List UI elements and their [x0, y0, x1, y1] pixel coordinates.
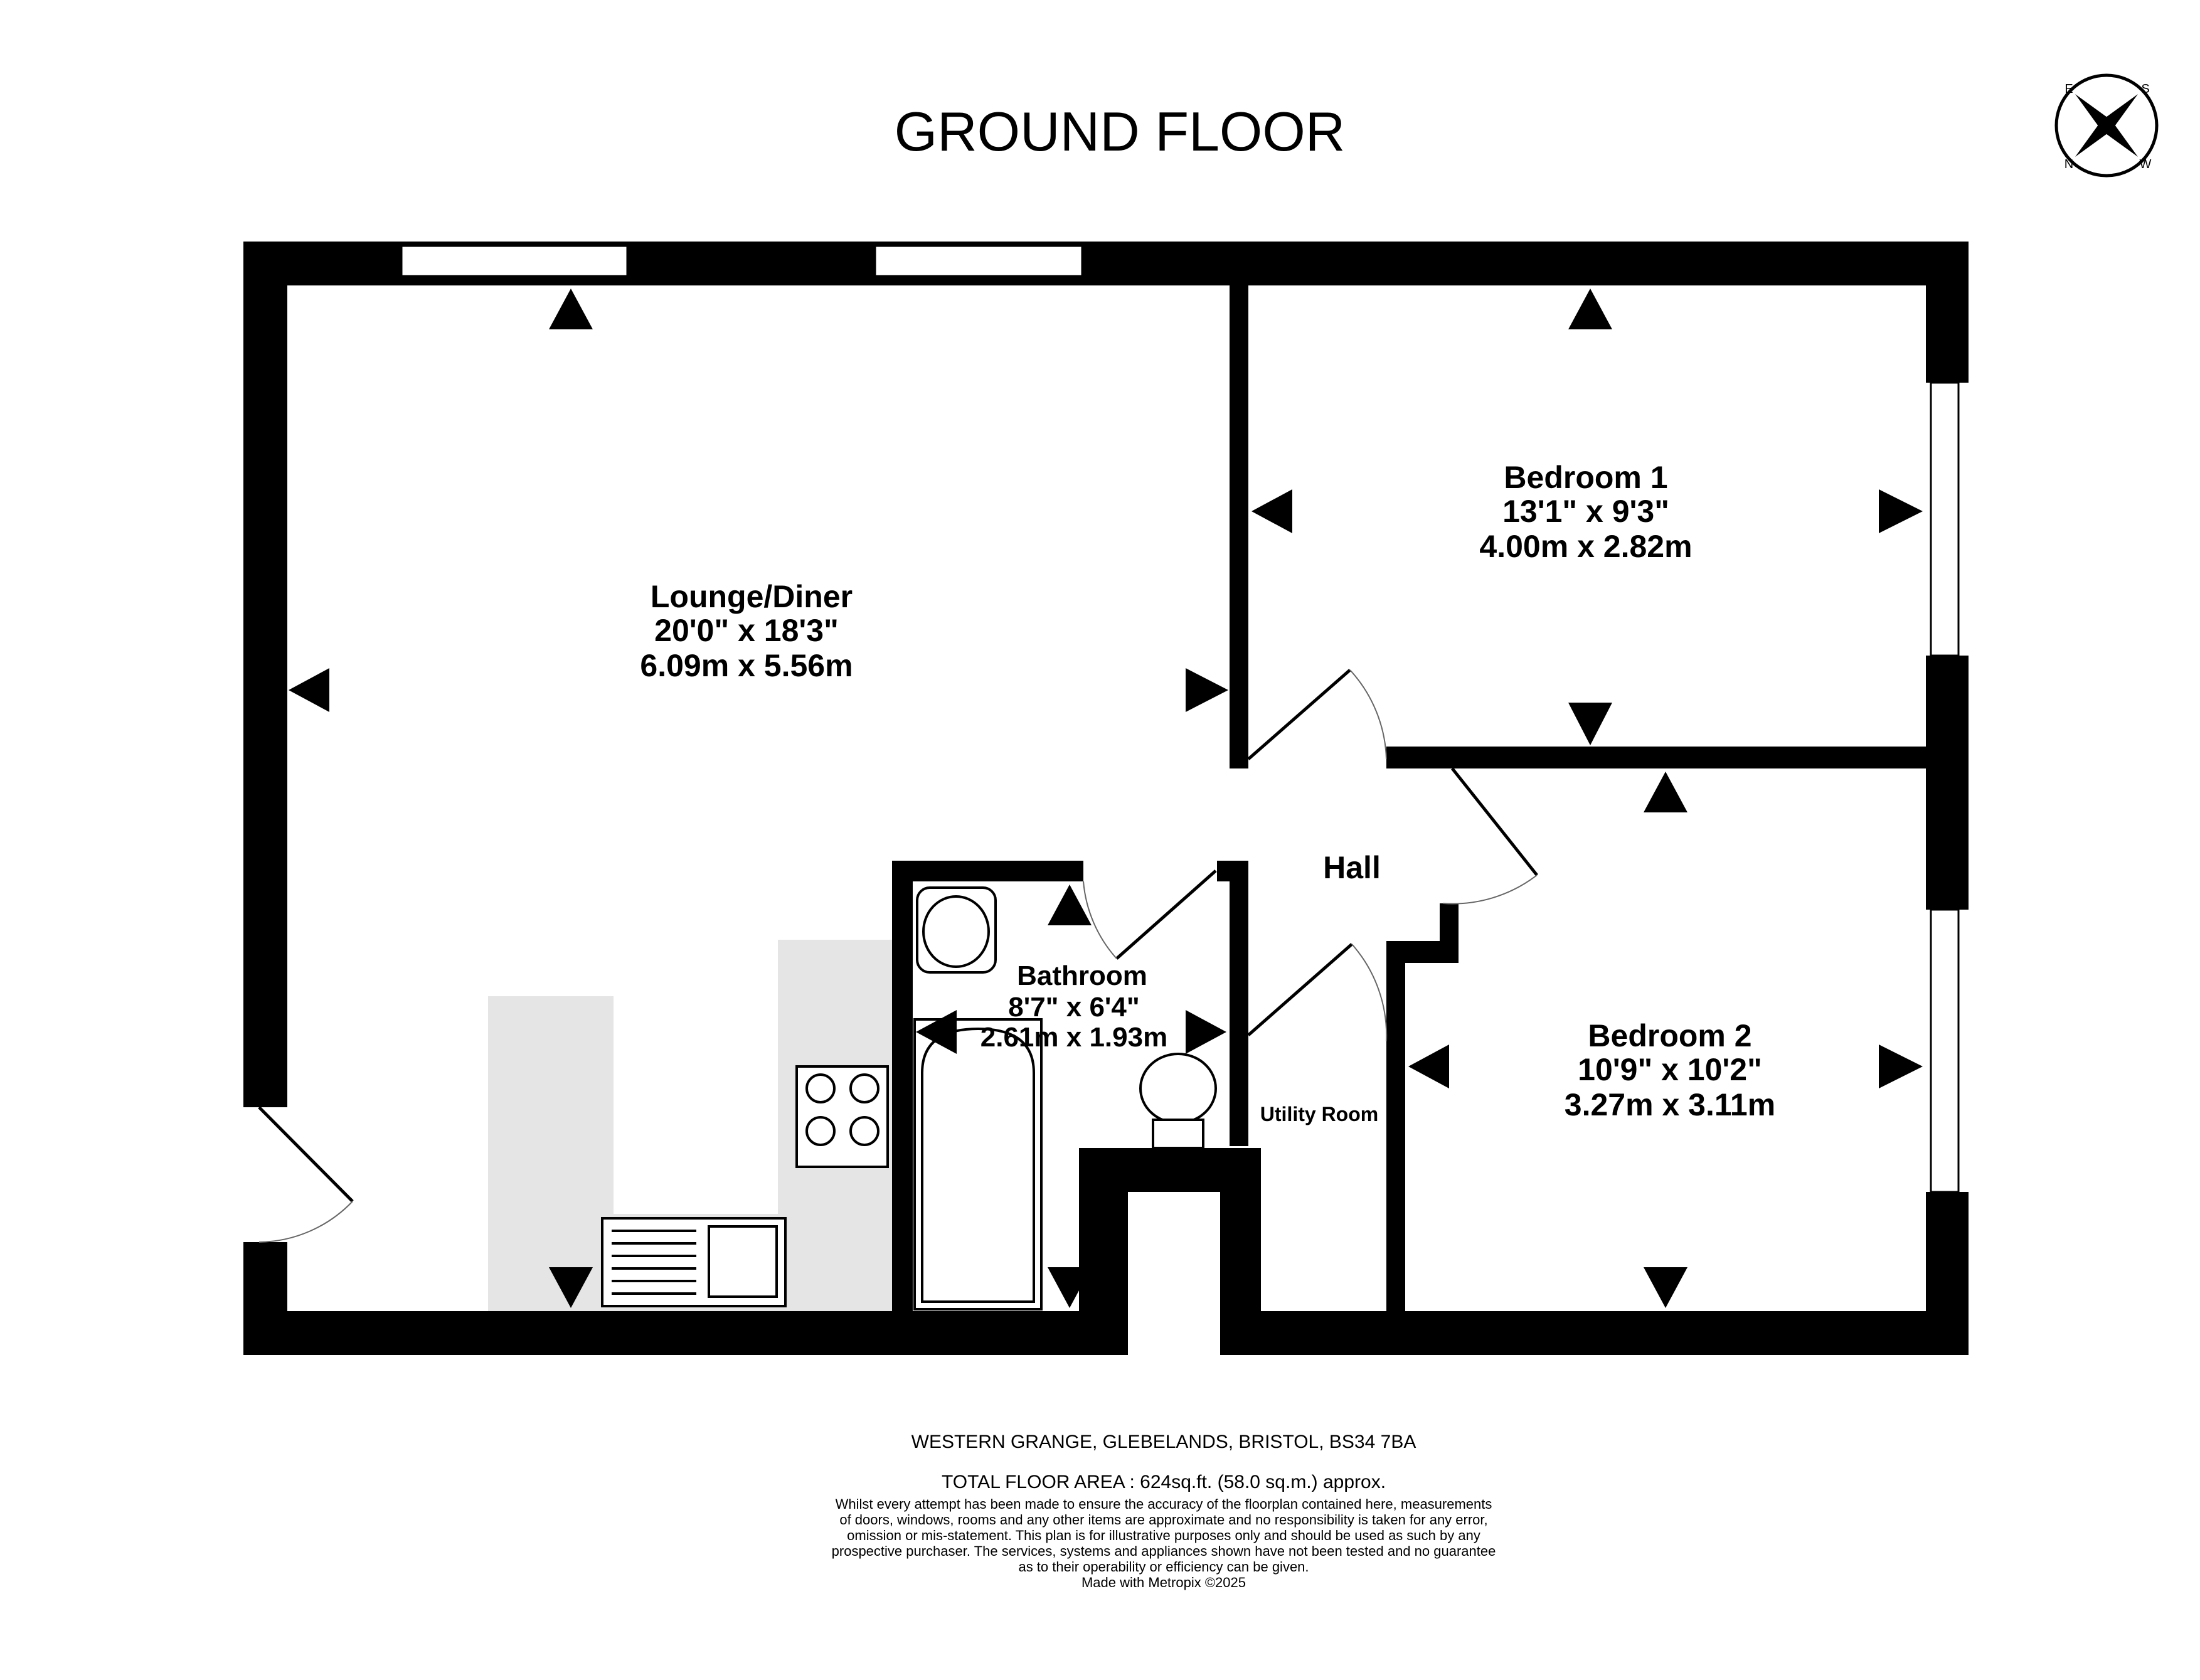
windows	[400, 245, 1960, 1193]
disclaimer-line: Made with Metropix ©2025	[1081, 1575, 1246, 1590]
room-name-lounge: Lounge/Diner	[651, 579, 853, 614]
page-title: GROUND FLOOR	[895, 100, 1346, 162]
property-address: WESTERN GRANGE, GLEBELANDS, BRISTOL, BS3…	[911, 1432, 1416, 1452]
room-label-bedroom1: Bedroom 1 13'1" x 9'3" 4.00m x 2.82m	[1479, 460, 1692, 564]
compass-letter-e: E	[2064, 82, 2073, 96]
room-metric-bedroom1: 4.00m x 2.82m	[1479, 529, 1692, 564]
room-imperial-bedroom2: 10'9" x 10'2"	[1578, 1052, 1762, 1087]
hob-icon	[795, 1065, 889, 1168]
doors	[258, 669, 1538, 1243]
room-label-bedroom2: Bedroom 2 10'9" x 10'2" 3.27m x 3.11m	[1565, 1018, 1775, 1122]
room-metric-lounge: 6.09m x 5.56m	[640, 648, 853, 683]
bath-icon	[913, 1018, 1043, 1311]
room-label-bathroom: Bathroom 8'7" x 6'4" 2.61m x 1.93m	[980, 960, 1167, 1053]
kitchen-counter-left	[488, 996, 614, 1313]
room-name-bedroom2: Bedroom 2	[1588, 1018, 1751, 1053]
compass-letter-n: N	[2064, 157, 2073, 171]
compass-icon: S E N W	[2054, 73, 2159, 178]
disclaimer-line: as to their operability or efficiency ca…	[1018, 1559, 1309, 1575]
room-imperial-lounge: 20'0" x 18'3"	[654, 613, 839, 648]
disclaimer-line: prospective purchaser. The services, sys…	[832, 1543, 1496, 1559]
compass-letter-w: W	[2140, 157, 2152, 171]
room-imperial-bathroom: 8'7" x 6'4"	[1008, 992, 1139, 1023]
toilet-icon	[1139, 1053, 1217, 1149]
disclaimer: Whilst every attempt has been made to en…	[832, 1496, 1496, 1590]
basin-icon	[916, 886, 997, 974]
walls	[243, 242, 1969, 1355]
sink-icon	[601, 1217, 787, 1307]
room-name-hall: Hall	[1323, 850, 1381, 885]
room-label-lounge: Lounge/Diner 20'0" x 18'3" 6.09m x 5.56m	[640, 579, 853, 683]
room-name-bathroom: Bathroom	[1017, 960, 1147, 991]
room-name-utility: Utility Room	[1260, 1103, 1378, 1125]
room-imperial-bedroom1: 13'1" x 9'3"	[1502, 494, 1669, 529]
direction-arrows	[289, 289, 1923, 1308]
compass-letter-s: S	[2141, 82, 2149, 96]
total-floor-area: TOTAL FLOOR AREA : 624sq.ft. (58.0 sq.m.…	[942, 1472, 1386, 1492]
disclaimer-line: of doors, windows, rooms and any other i…	[839, 1512, 1487, 1528]
room-name-bedroom1: Bedroom 1	[1504, 460, 1667, 495]
room-metric-bedroom2: 3.27m x 3.11m	[1565, 1087, 1775, 1122]
disclaimer-line: Whilst every attempt has been made to en…	[836, 1496, 1492, 1512]
disclaimer-line: omission or mis-statement. This plan is …	[847, 1528, 1480, 1543]
room-metric-bathroom: 2.61m x 1.93m	[980, 1022, 1167, 1053]
